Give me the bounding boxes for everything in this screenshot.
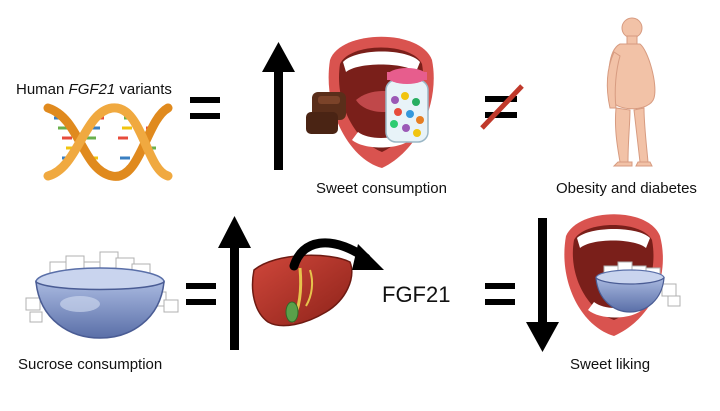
equals-sign <box>186 283 216 305</box>
up-arrow-icon <box>218 216 251 350</box>
sweet-consumption-label: Sweet consumption <box>316 180 447 197</box>
mouth-eating-sugar-icon <box>564 214 681 336</box>
equals-sign <box>190 97 220 119</box>
down-arrow-icon <box>526 218 559 352</box>
not-equal-sign <box>480 84 524 130</box>
liver-icon <box>251 254 353 327</box>
sugar-bowl-icon <box>25 251 179 339</box>
sweet-liking-label: Sweet liking <box>570 356 651 373</box>
gene-name: FGF21 <box>68 81 116 98</box>
label-prefix: Human <box>16 81 69 98</box>
sucrose-consumption-label: Sucrose consumption <box>18 356 163 373</box>
mouth-eating-candy-icon <box>306 36 434 168</box>
equals-sign <box>485 283 515 305</box>
human-body-icon <box>606 17 656 167</box>
human-fgf21-variants-label: Human FGF21 variants <box>16 82 172 97</box>
up-arrow-icon <box>262 42 295 170</box>
fgf21-label: FGF21 <box>382 282 451 307</box>
dna-helix-icon <box>43 103 173 181</box>
secretion-arrow-icon <box>289 238 384 271</box>
label-suffix: variants <box>115 81 172 98</box>
obesity-diabetes-label: Obesity and diabetes <box>556 180 697 197</box>
